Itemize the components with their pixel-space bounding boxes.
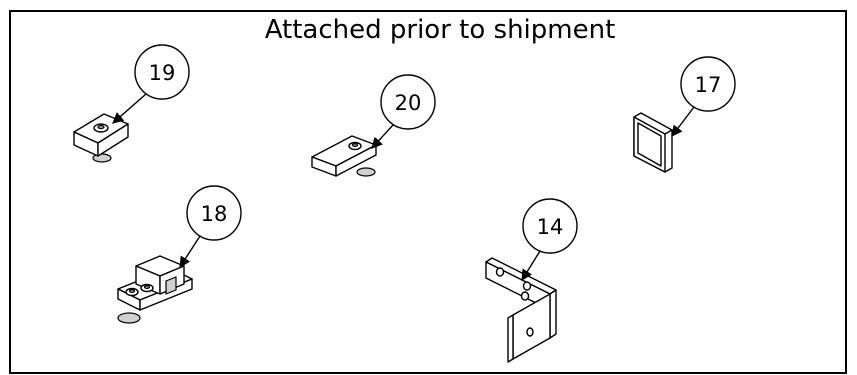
balloon-20: 20 <box>371 74 436 149</box>
part-18-clamp-assembly <box>117 255 193 324</box>
drawing-title: Attached prior to shipment <box>265 15 616 45</box>
part-20-slide-block <box>311 135 377 177</box>
balloon-19-label: 19 <box>149 61 176 85</box>
balloon-17-label: 17 <box>695 73 722 97</box>
balloon-18: 18 <box>179 185 242 268</box>
part-14-angle-bracket <box>485 257 557 363</box>
part-19-slide-block <box>73 113 129 163</box>
part-17-end-cap <box>633 112 673 173</box>
balloon-19: 19 <box>112 44 190 124</box>
balloon-17: 17 <box>671 56 736 137</box>
balloon-14: 14 <box>521 198 578 281</box>
balloon-18-label: 18 <box>201 202 228 226</box>
balloon-20-label: 20 <box>395 91 422 115</box>
drawing-border <box>9 10 847 374</box>
balloon-14-label: 14 <box>537 215 564 239</box>
